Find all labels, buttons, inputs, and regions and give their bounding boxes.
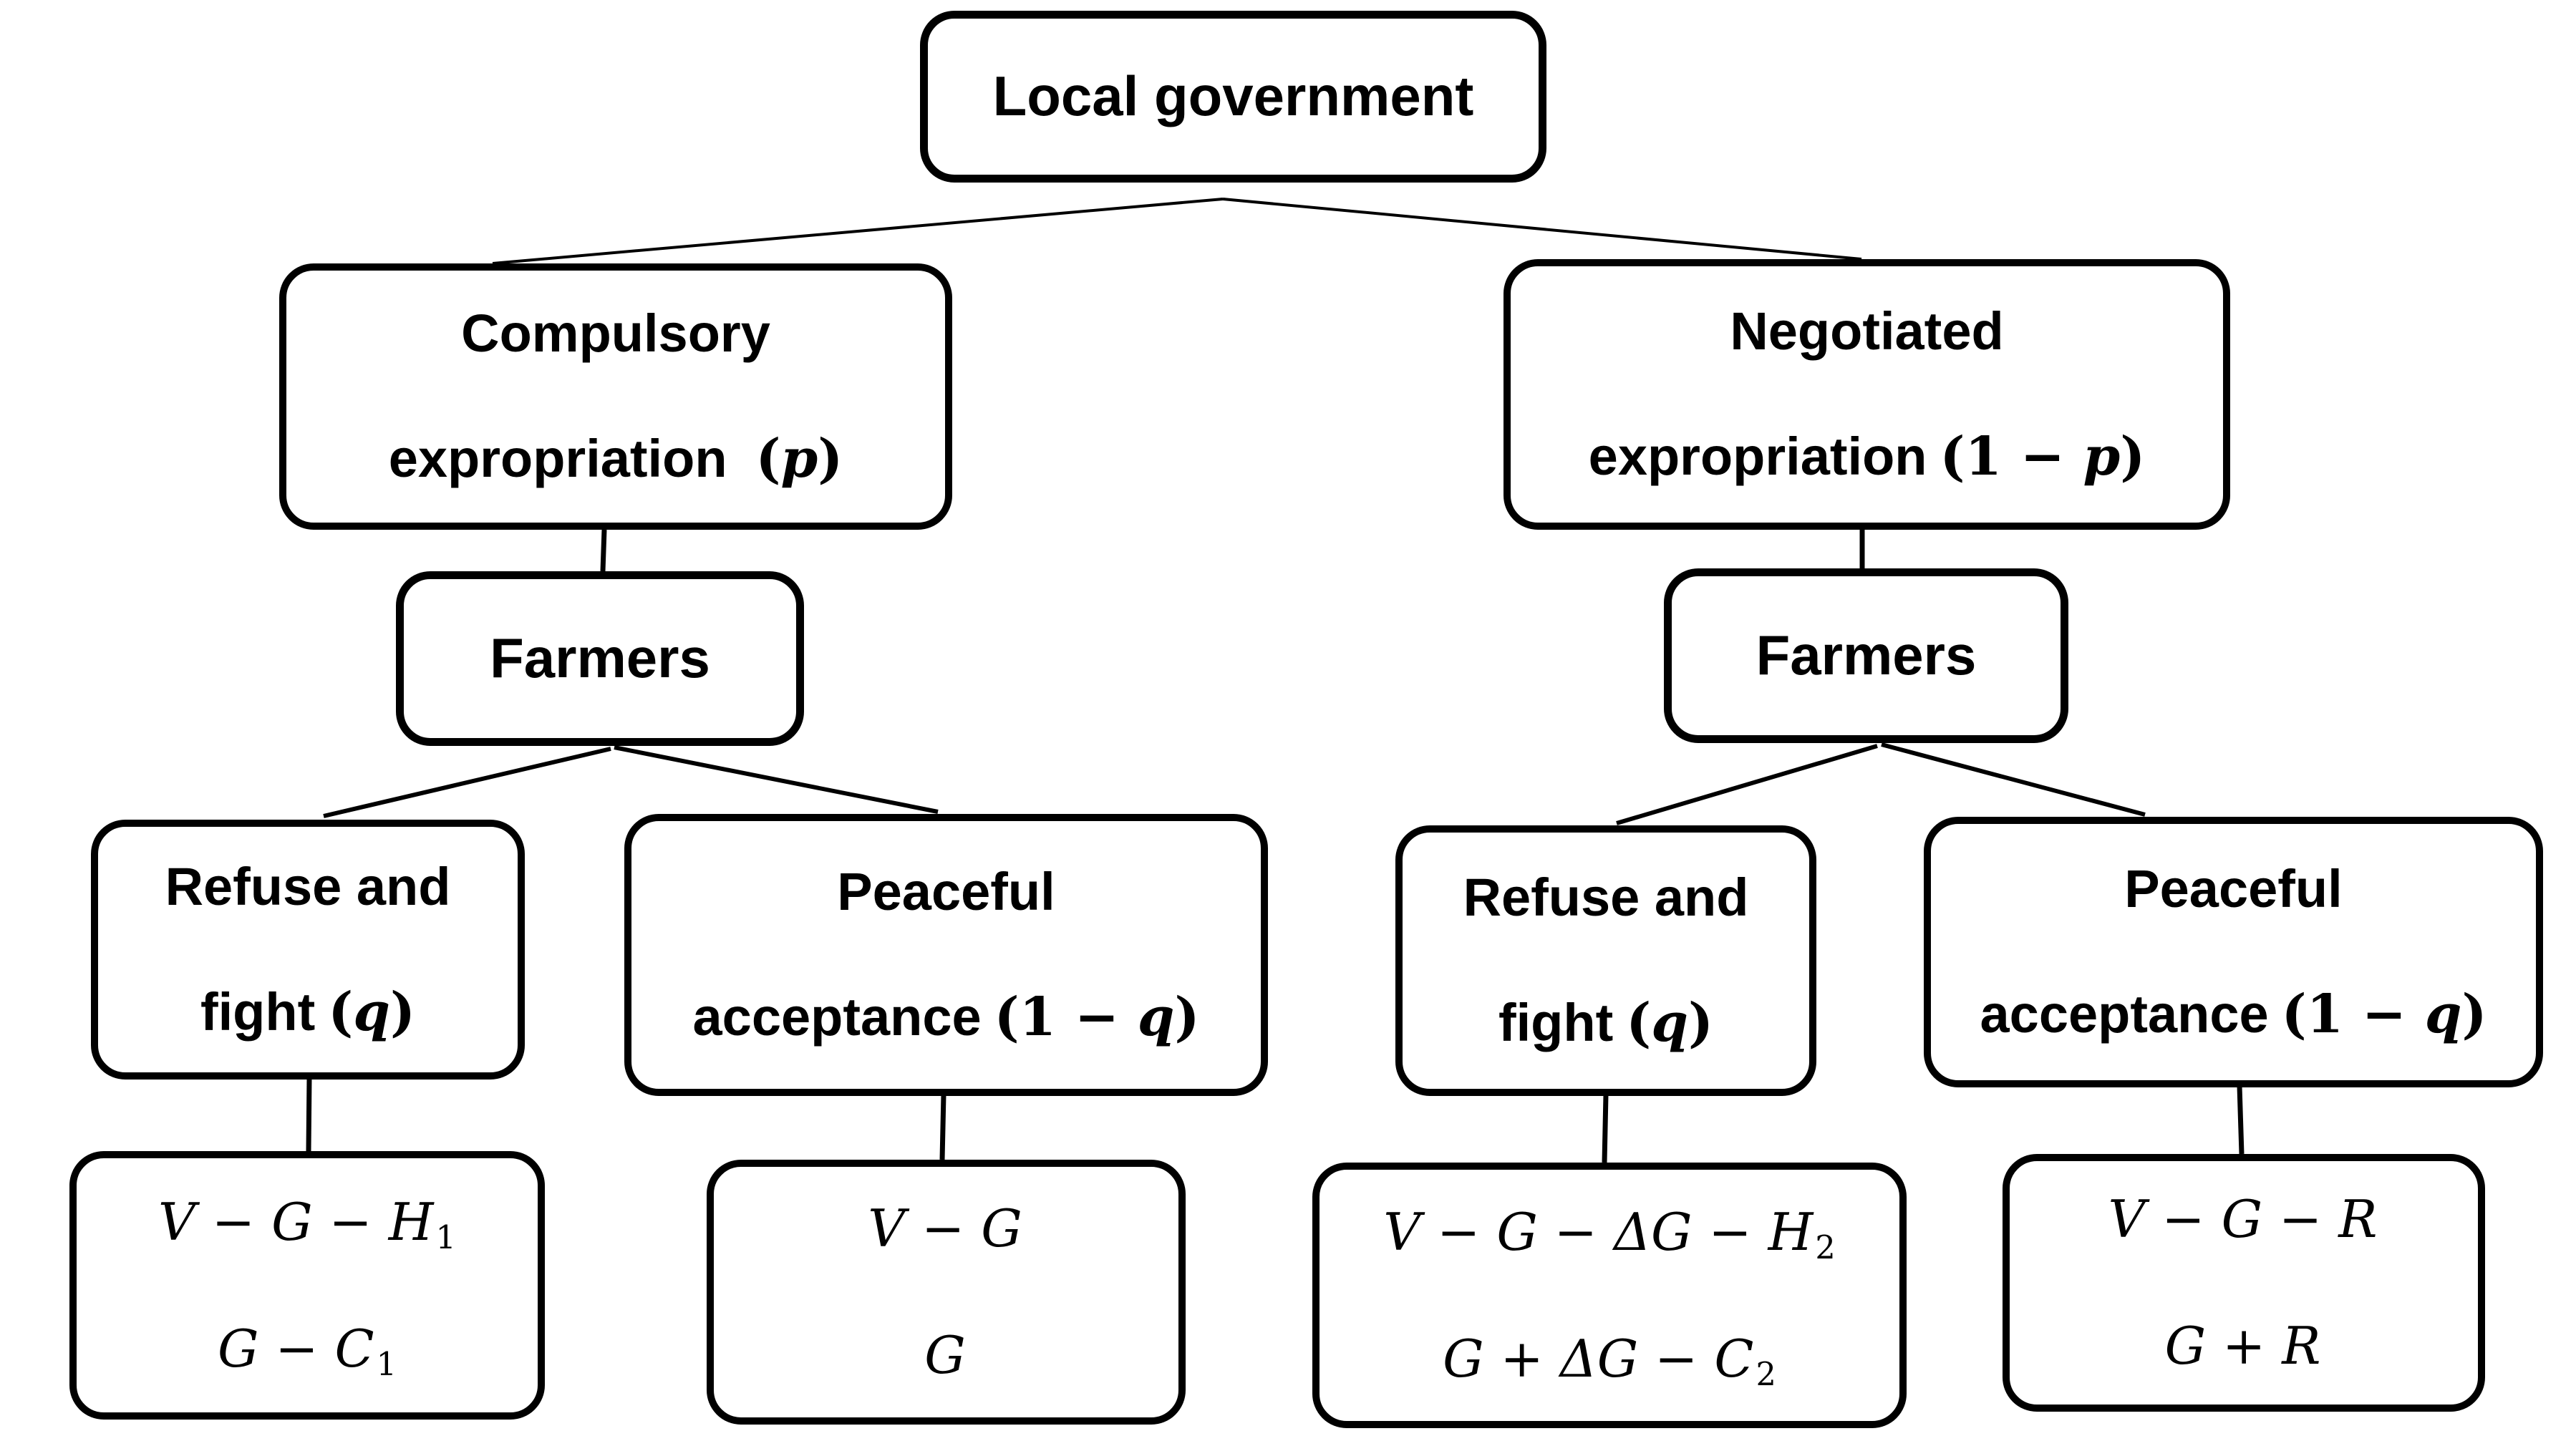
formula-text: V − G − R <box>2108 1189 2378 1250</box>
probability-label: (1 − p) <box>1940 426 2146 487</box>
payoff-line1: V − G − ΔG − H2 <box>1383 1201 1836 1266</box>
node-label-line1: Compulsory <box>461 304 770 364</box>
math-close: ) <box>1688 992 1714 1054</box>
node-label: Farmers <box>490 626 710 690</box>
math-open: (1 − <box>994 986 1138 1048</box>
payoff-line1: V − G <box>868 1200 1025 1258</box>
math-close: ) <box>2461 984 2487 1045</box>
math-variable: p <box>2083 426 2121 487</box>
math-open: ( <box>1626 992 1652 1054</box>
payoff-line2: G + R <box>2165 1317 2323 1375</box>
probability-label: (p) <box>756 428 843 490</box>
node-label-line1: Negotiated <box>1730 301 2004 362</box>
node-payoff-compulsory-fight: V − G − H1 G − C1 <box>69 1151 545 1420</box>
node-label-line1: Refuse and <box>165 856 451 916</box>
math-open: ( <box>755 428 781 490</box>
math-variable: q <box>353 981 390 1043</box>
node-negotiated-expropriation: Negotiated expropriation(1 − p) <box>1504 259 2230 530</box>
edge-farmers-left-to-peaceful <box>614 745 939 814</box>
node-payoff-negotiated-accept: V − G − R G + R <box>2003 1154 2485 1412</box>
edge-compulsory-to-farmers <box>600 529 607 572</box>
edge-local-to-negotiated <box>1222 198 1862 261</box>
math-variable: q <box>2424 984 2462 1045</box>
math-variable: p <box>780 428 818 490</box>
node-label-text: fight <box>200 981 316 1042</box>
probability-label: (q) <box>1626 992 1713 1054</box>
node-refuse-fight-left: Refuse and fight(q) <box>91 820 525 1080</box>
node-farmers-right: Farmers <box>1664 568 2068 743</box>
math-open: ( <box>328 981 354 1043</box>
payoff-line1: V − G − R <box>2108 1190 2380 1248</box>
formula-subscript: 1 <box>435 1219 456 1257</box>
node-peaceful-acceptance-right: Peaceful acceptance(1 − q) <box>1924 817 2543 1087</box>
node-payoff-compulsory-accept: V − G G <box>707 1160 1186 1425</box>
node-peaceful-acceptance-left: Peaceful acceptance(1 − q) <box>624 814 1268 1096</box>
formula-text: G + ΔG − C <box>1443 1328 1754 1389</box>
math-open: (1 − <box>2281 984 2425 1045</box>
edge-farmers-left-to-refuse <box>323 747 611 818</box>
formula-text: V − G − ΔG − H <box>1383 1201 1814 1262</box>
node-label-line1: Peaceful <box>837 862 1055 922</box>
edge-peaceful-right-to-payoff <box>2237 1085 2245 1155</box>
math-open: (1 − <box>1940 426 2083 487</box>
math-close: ) <box>2120 426 2146 487</box>
node-label-line2: acceptance(1 − q) <box>692 986 1200 1048</box>
formula-subscript: 2 <box>1756 1355 1776 1393</box>
formula-subscript: 2 <box>1815 1229 1836 1267</box>
edge-farmers-right-to-refuse <box>1616 744 1878 825</box>
node-label: Farmers <box>1756 624 1977 687</box>
node-label-line1: Refuse and <box>1463 868 1749 928</box>
node-label-line2: acceptance(1 − q) <box>1980 984 2487 1045</box>
edge-refuse-right-to-payoff <box>1602 1094 1609 1163</box>
math-close: ) <box>390 981 416 1043</box>
node-label-line2: expropriation(1 − p) <box>1589 427 2146 487</box>
node-label-line2: fight(q) <box>1498 992 1713 1054</box>
formula-text: V − G − H <box>158 1191 434 1252</box>
payoff-line2: G + ΔG − C2 <box>1443 1328 1776 1392</box>
node-label-text: expropriation <box>1588 427 1927 486</box>
formula-text: G − C <box>217 1318 374 1379</box>
payoff-line2: G <box>924 1326 968 1384</box>
math-variable: q <box>1651 992 1688 1054</box>
payoff-line2: G − C1 <box>217 1318 397 1382</box>
math-variable: q <box>1137 986 1175 1048</box>
formula-subscript: 1 <box>376 1345 397 1383</box>
node-label-line2: fight(q) <box>200 981 415 1043</box>
formula-text: G + R <box>2164 1316 2321 1376</box>
math-close: ) <box>1174 986 1200 1048</box>
node-compulsory-expropriation: Compulsory expropriation (p) <box>279 263 952 530</box>
math-close: ) <box>818 428 843 490</box>
formula-text: G <box>924 1325 966 1385</box>
probability-label: (1 − q) <box>994 986 1200 1048</box>
edge-peaceful-left-to-payoff <box>939 1094 946 1160</box>
node-label: Local government <box>992 64 1474 128</box>
probability-label: (q) <box>328 981 415 1043</box>
node-label-line2: expropriation (p) <box>388 428 843 490</box>
edge-local-to-compulsory <box>492 198 1224 265</box>
node-refuse-fight-right: Refuse and fight(q) <box>1395 825 1816 1096</box>
node-label-text: fight <box>1498 993 1614 1052</box>
probability-label: (1 − q) <box>2282 984 2487 1045</box>
node-label-text: expropriation <box>388 429 727 488</box>
node-label-text: acceptance <box>1980 984 2269 1044</box>
node-local-government: Local government <box>920 11 1546 183</box>
node-payoff-negotiated-fight: V − G − ΔG − H2 G + ΔG − C2 <box>1312 1163 1907 1428</box>
node-label-text: acceptance <box>692 987 982 1047</box>
node-farmers-left: Farmers <box>396 571 804 746</box>
formula-text: V − G <box>868 1198 1022 1259</box>
payoff-line1: V − G − H1 <box>158 1191 456 1256</box>
node-label-line1: Peaceful <box>2124 859 2343 919</box>
edge-farmers-right-to-peaceful <box>1881 742 2146 817</box>
